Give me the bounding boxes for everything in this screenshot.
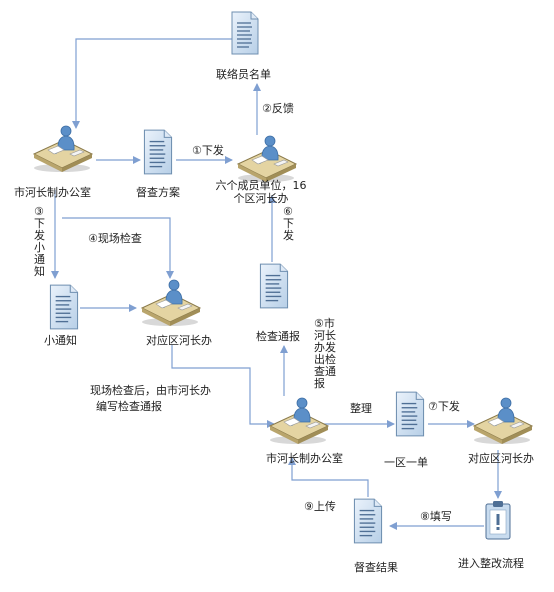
edge-label-1: ①下发 <box>192 144 224 157</box>
document-icon <box>259 263 289 309</box>
node-city-office-bottom: 市河长制办公室 <box>266 452 343 465</box>
edge-label-5: ⑤市河长办发出检查通报 <box>314 317 336 390</box>
arrow-result-to-bottom <box>288 457 369 497</box>
node-one-district-one-list: 一区一单 <box>384 456 428 469</box>
document-icon <box>395 391 425 437</box>
person-at-desk-icon <box>141 279 201 326</box>
onsite-note-line2: 编写检查通报 <box>96 400 162 413</box>
node-district-office-right: 对应区河长办 <box>468 452 534 465</box>
edge-label-7: ⑦下发 <box>428 400 460 413</box>
node-contact-list: 联络员名单 <box>216 68 271 81</box>
onsite-note-line1: 现场检查后，由市河长办 <box>90 384 211 397</box>
document-icon <box>231 11 259 55</box>
node-city-office-top: 市河长制办公室 <box>14 186 91 199</box>
document-icon <box>353 498 383 544</box>
clipboard-alert-icon <box>485 500 511 540</box>
edge-label-3: ③下发小通知 <box>34 205 45 278</box>
document-icon <box>49 284 79 330</box>
person-at-desk-icon <box>33 125 93 172</box>
arrow-contact-to-city <box>72 38 232 129</box>
person-at-desk-icon <box>473 397 533 444</box>
node-inspection-plan: 督查方案 <box>136 186 180 199</box>
edge-label-6: ⑥下发 <box>283 205 294 242</box>
edge-label-4: ④现场检查 <box>88 232 142 245</box>
node-small-notice: 小通知 <box>44 334 77 347</box>
node-rectification: 进入整改流程 <box>458 557 524 570</box>
arrow-district-to-bottom <box>171 345 275 428</box>
node-district-office-mid: 对应区河长办 <box>146 334 212 347</box>
node-inspection-result: 督查结果 <box>354 561 398 574</box>
node-inspection-report: 检查通报 <box>256 330 300 343</box>
edge-label-8: ⑧填写 <box>420 510 452 523</box>
edge-label-2: ②反馈 <box>262 102 294 115</box>
edge-label-organize: 整理 <box>350 402 372 415</box>
document-icon <box>143 129 173 175</box>
person-at-desk-icon <box>237 135 297 182</box>
node-members: 六个成员单位，16个区河长办 <box>215 179 307 205</box>
arrow-onsite-check <box>62 217 174 279</box>
edge-label-9: ⑨上传 <box>304 500 336 513</box>
